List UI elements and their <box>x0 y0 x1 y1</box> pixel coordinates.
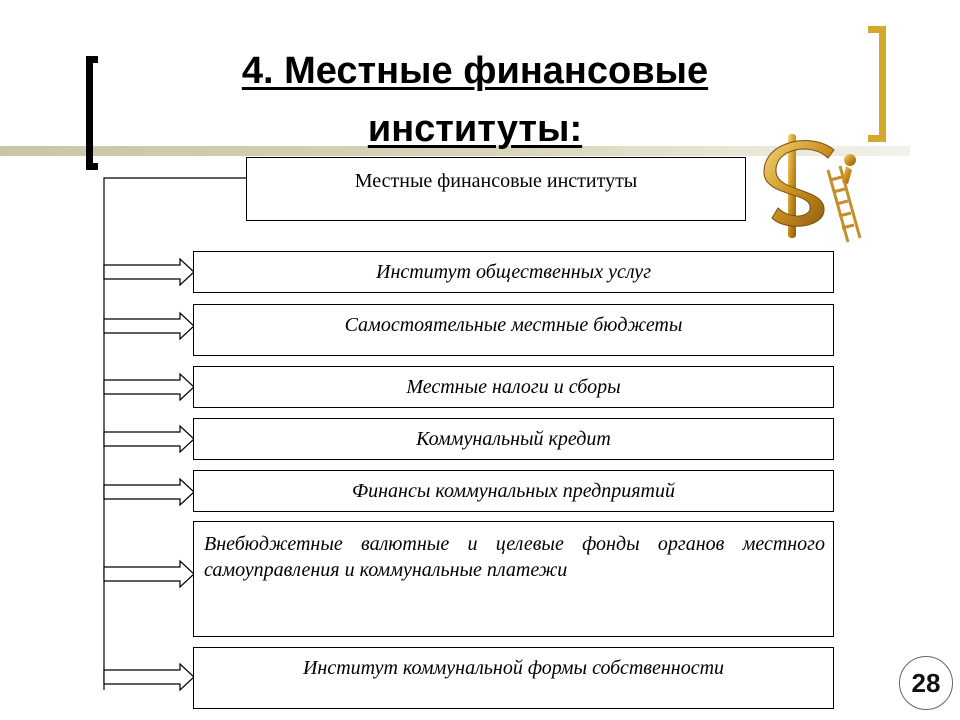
item-box-6: Внебюджетные валютные и целевые фонды ор… <box>193 521 834 637</box>
dollar-ladder-icon <box>763 134 862 243</box>
item-label-1: Институт общественных услуг <box>376 261 651 283</box>
item-box-3: Местные налоги и сборы <box>193 366 834 408</box>
arrow-2 <box>103 311 195 341</box>
item-label-4: Коммунальный кредит <box>416 428 611 450</box>
page-number: 28 <box>899 656 953 710</box>
arrow-3 <box>103 372 195 402</box>
item-label-7: Институт коммунальной формы собственност… <box>302 657 725 679</box>
right-bracket-decoration <box>868 26 886 142</box>
root-box: Местные финансовые институты <box>246 157 746 221</box>
left-bracket-decoration <box>86 56 98 170</box>
item-label-3: Местные налоги и сборы <box>406 376 621 398</box>
arrow-5 <box>103 477 195 507</box>
item-box-1: Институт общественных услуг <box>193 251 834 293</box>
arrow-1 <box>103 257 195 287</box>
title-line-2: институты: <box>367 108 583 150</box>
item-box-7: Институт коммунальной формы собственност… <box>193 647 834 709</box>
arrow-4 <box>103 424 195 454</box>
title-line-1: 4. Местные финансовые <box>241 50 709 92</box>
arrow-7 <box>103 662 195 692</box>
slide-title: 4. Местные финансовые институты: <box>150 42 800 158</box>
item-box-5: Финансы коммунальных предприятий <box>193 470 834 512</box>
item-label-2: Самостоятельные местные бюджеты <box>344 314 683 336</box>
item-label-6: Внебюджетные валютные и целевые фонды ор… <box>204 533 825 581</box>
item-label-5: Финансы коммунальных предприятий <box>352 480 675 502</box>
arrow-6 <box>103 559 195 589</box>
title-stripe <box>0 146 910 156</box>
root-label: Местные финансовые институты <box>354 170 638 192</box>
item-box-4: Коммунальный кредит <box>193 418 834 460</box>
item-box-2: Самостоятельные местные бюджеты <box>193 304 834 356</box>
